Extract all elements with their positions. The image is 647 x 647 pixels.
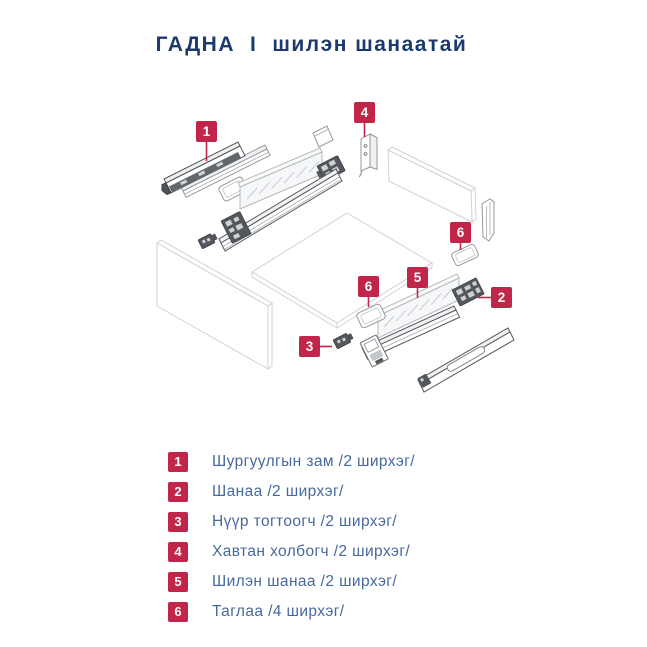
legend-badge: 2 bbox=[168, 482, 188, 502]
diagram-badge-4: 4 bbox=[354, 102, 375, 123]
legend-item: 6 Таглаа /4 ширхэг/ bbox=[168, 602, 415, 622]
legend-label: Шургуулгын зам /2 ширхэг/ bbox=[212, 453, 416, 470]
diagram-badge-2: 2 bbox=[491, 287, 512, 308]
front-bracket-right bbox=[359, 334, 389, 368]
legend-badge: 6 bbox=[168, 602, 188, 622]
parts-legend: 1 Шургуулгын зам /2 ширхэг/ 2 Шанаа /2 ш… bbox=[168, 452, 415, 632]
connector-left bbox=[197, 233, 218, 249]
side-profile-bar-left bbox=[180, 144, 271, 198]
lower-rail-left bbox=[218, 168, 343, 252]
drawer-front-panel bbox=[156, 239, 273, 370]
panel-connector-part4 bbox=[359, 133, 378, 178]
legend-label: Шанаа /2 ширхэг/ bbox=[212, 483, 344, 500]
bracket-cluster-right-part2 bbox=[451, 277, 485, 307]
legend-item: 3 Нүүр тогтоогч /2 ширхэг/ bbox=[168, 512, 415, 532]
title-separator: I bbox=[250, 33, 258, 56]
legend-label: Хавтан холбогч /2 ширхэг/ bbox=[212, 543, 411, 560]
legend-item: 2 Шанаа /2 ширхэг/ bbox=[168, 482, 415, 502]
cap-right bbox=[451, 243, 479, 267]
cap-center bbox=[356, 303, 386, 329]
corner-bracket-right bbox=[481, 198, 495, 242]
diagram-badge-6-right: 6 bbox=[450, 222, 471, 243]
legend-item: 1 Шургуулгын зам /2 ширхэг/ bbox=[168, 452, 415, 472]
front-bracket-left bbox=[220, 211, 252, 244]
legend-badge: 4 bbox=[168, 542, 188, 562]
legend-item: 4 Хавтан холбогч /2 ширхэг/ bbox=[168, 542, 415, 562]
diagram-badge-6-center: 6 bbox=[358, 276, 379, 297]
diagram-badge-1: 1 bbox=[196, 121, 217, 142]
legend-item: 5 Шилэн шанаа /2 ширхэг/ bbox=[168, 572, 415, 592]
legend-badge: 3 bbox=[168, 512, 188, 532]
panel-plate-top bbox=[312, 125, 334, 148]
drawer-back-panel bbox=[387, 146, 477, 223]
diagram-badge-5: 5 bbox=[407, 267, 428, 288]
glass-panel-left bbox=[237, 147, 323, 210]
side-profile-bar-right bbox=[361, 305, 461, 360]
slide-rail-left-part1 bbox=[161, 141, 246, 196]
leader-lines bbox=[205, 123, 491, 348]
legend-label: Таглаа /4 ширхэг/ bbox=[212, 603, 345, 620]
legend-badge: 1 bbox=[168, 452, 188, 472]
legend-label: Нүүр тогтоогч /2 ширхэг/ bbox=[212, 513, 398, 530]
legend-label: Шилэн шанаа /2 ширхэг/ bbox=[212, 573, 398, 590]
title-word-2: шилэн шанаатай bbox=[272, 33, 468, 56]
legend-badge: 5 bbox=[168, 572, 188, 592]
connector-part3 bbox=[332, 333, 354, 349]
title-word-1: ГАДНА bbox=[155, 33, 235, 56]
diagram-badge-3: 3 bbox=[299, 336, 320, 357]
slide-rail-right-part2 bbox=[417, 327, 515, 393]
